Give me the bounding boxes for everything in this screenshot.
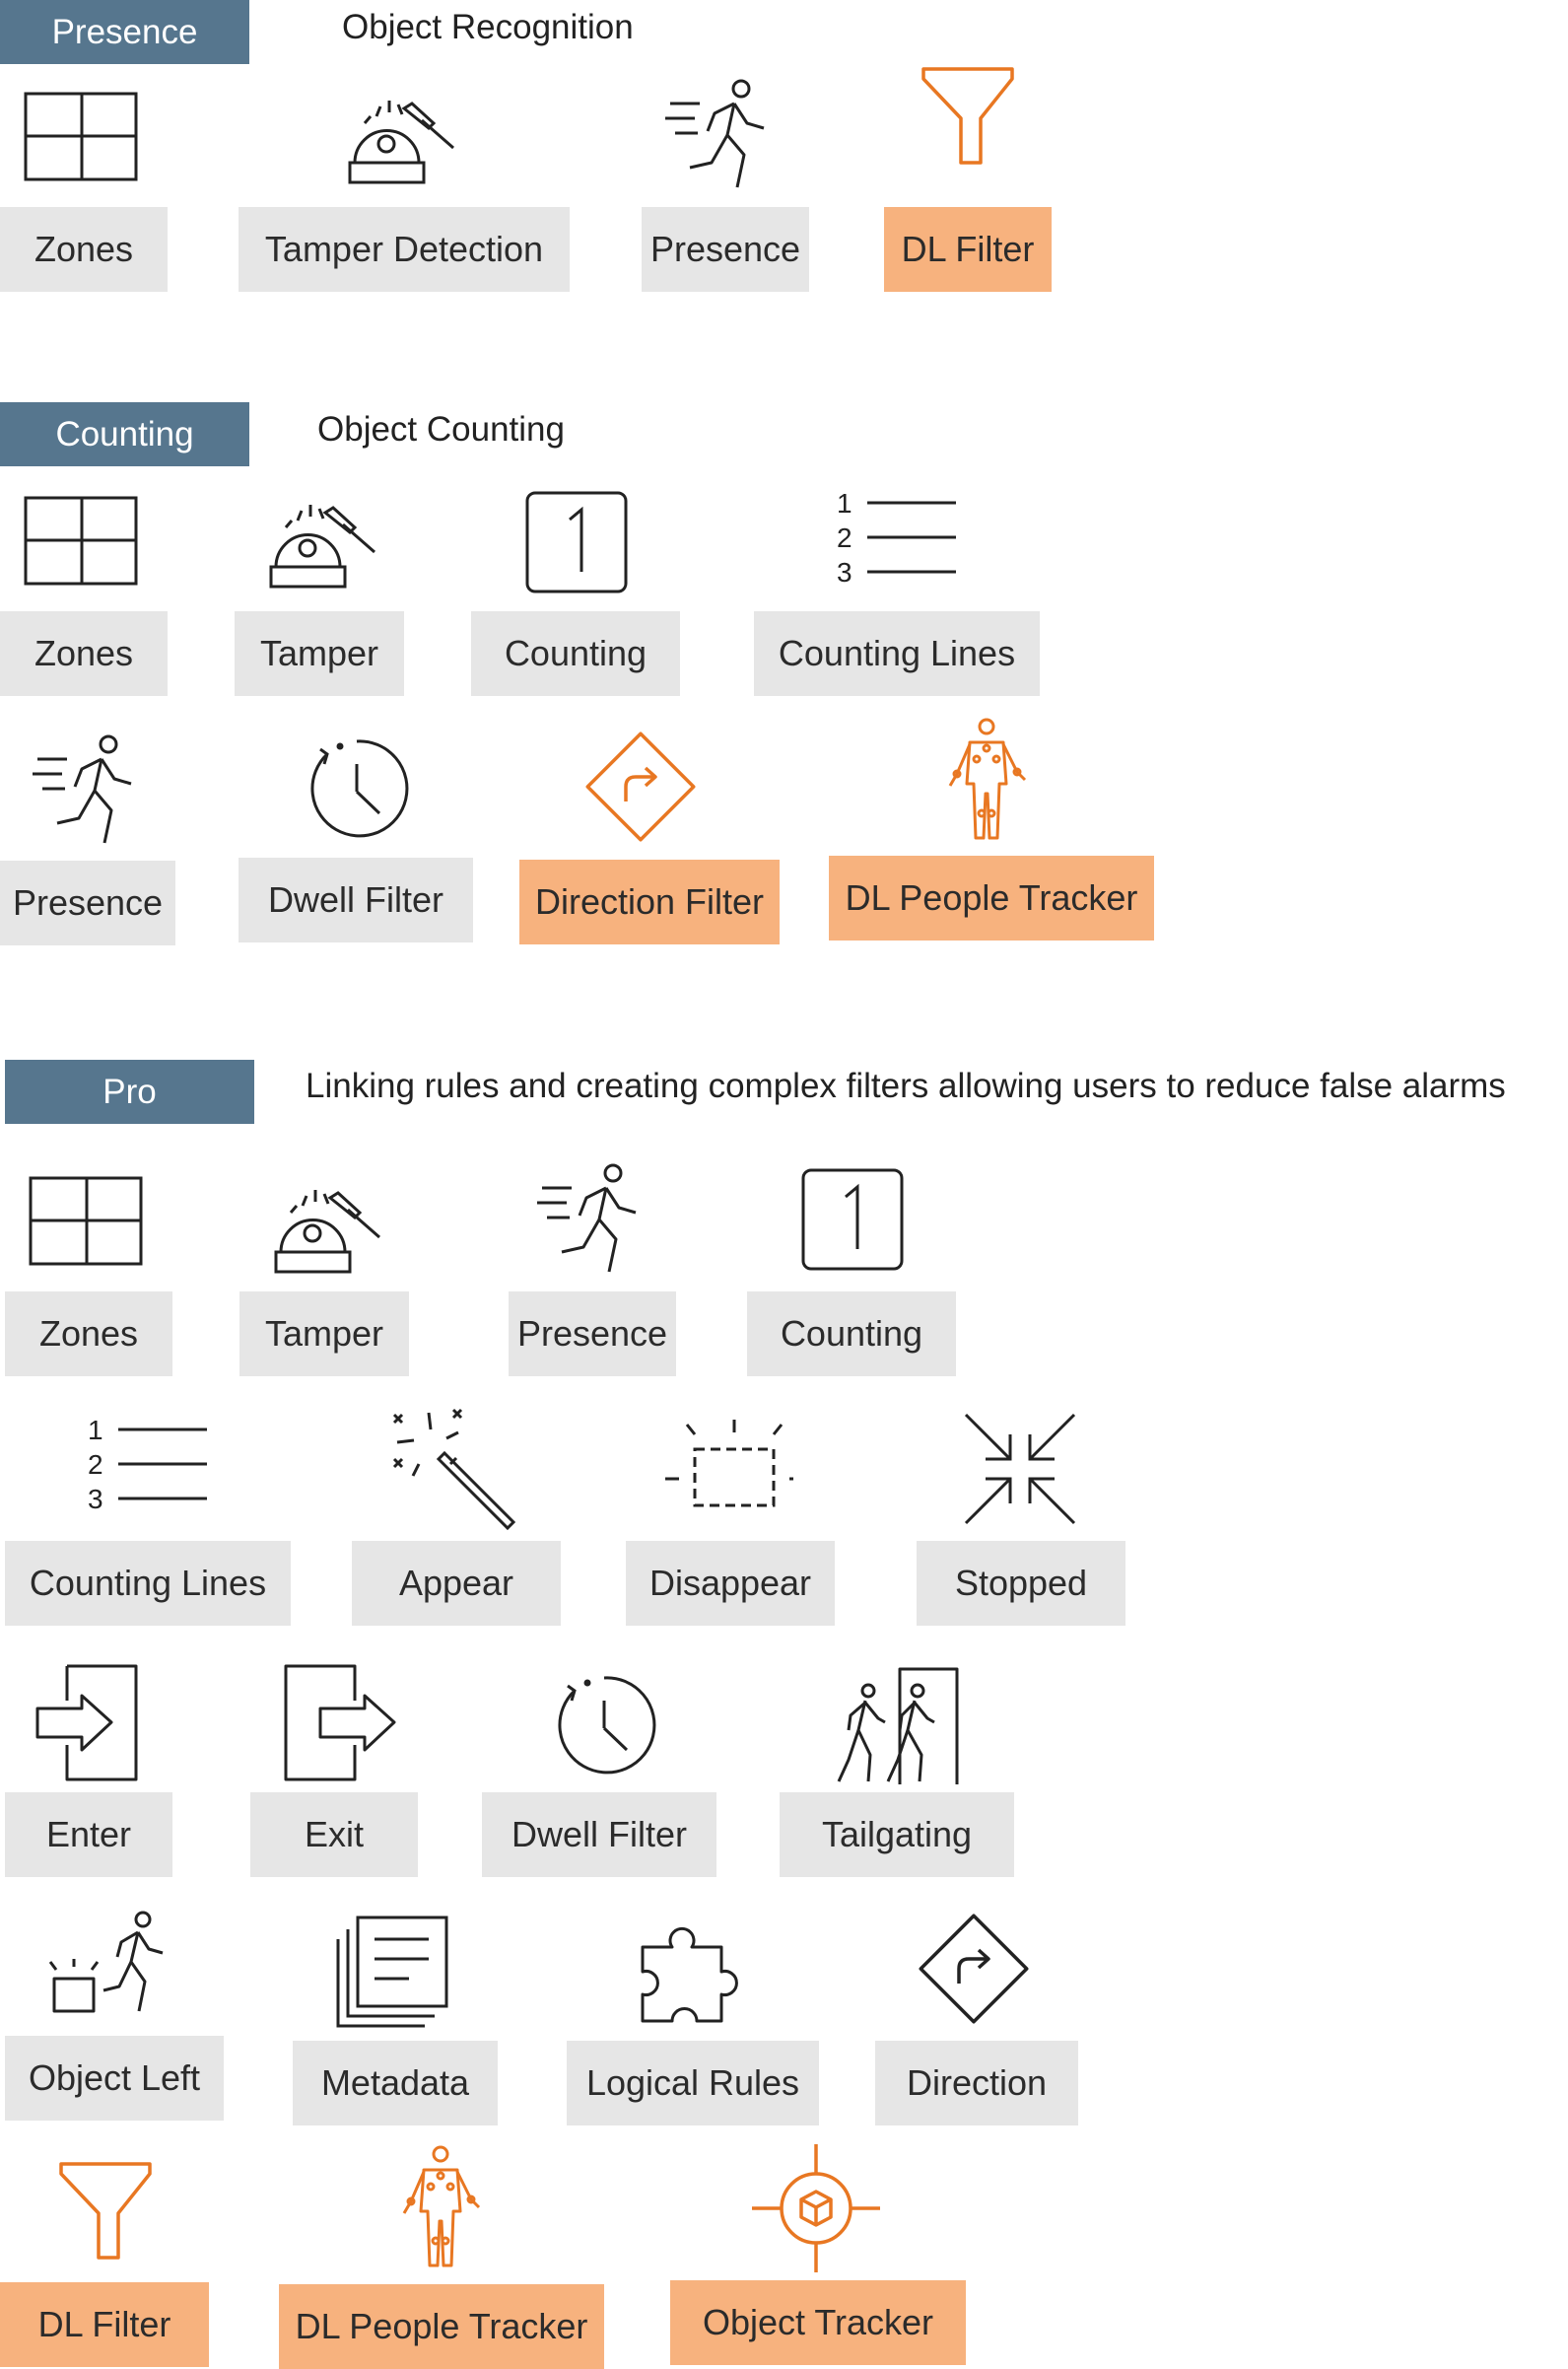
direction-sign-icon bbox=[910, 1905, 1038, 2033]
svg-text:1: 1 bbox=[837, 488, 852, 519]
label-dl-filter: DL Filter bbox=[0, 2282, 209, 2367]
tier-presence: Presence bbox=[0, 0, 249, 64]
numbered-lines-icon: 1 2 3 bbox=[84, 1405, 212, 1533]
puzzle-icon bbox=[628, 1908, 756, 2036]
label-zones: Zones bbox=[0, 207, 168, 292]
running-person-icon bbox=[532, 1158, 660, 1287]
label-zones: Zones bbox=[0, 611, 168, 696]
label-dl-filter: DL Filter bbox=[884, 207, 1052, 292]
zones-icon bbox=[20, 74, 148, 202]
funnel-icon bbox=[41, 2159, 170, 2287]
exit-icon bbox=[281, 1661, 409, 1789]
skeleton-person-icon bbox=[376, 2142, 505, 2270]
svg-text:2: 2 bbox=[837, 523, 852, 553]
crosshair-cube-icon bbox=[752, 2144, 880, 2272]
label-dwell-filter: Dwell Filter bbox=[239, 858, 473, 942]
label-appear: Appear bbox=[352, 1541, 561, 1626]
svg-text:1: 1 bbox=[88, 1415, 103, 1445]
label-counting: Counting bbox=[471, 611, 680, 696]
label-direction: Direction bbox=[875, 2041, 1078, 2125]
direction-sign-icon bbox=[577, 723, 705, 851]
label-counting: Counting bbox=[747, 1291, 956, 1376]
desc-counting: Object Counting bbox=[317, 410, 565, 449]
dashed-box-icon bbox=[665, 1405, 793, 1533]
clock-icon bbox=[540, 1661, 668, 1789]
converging-arrows-icon bbox=[956, 1405, 1084, 1533]
tier-counting: Counting bbox=[0, 402, 249, 466]
label-counting-lines: Counting Lines bbox=[754, 611, 1040, 696]
clock-icon bbox=[293, 725, 421, 853]
running-person-icon bbox=[28, 730, 156, 858]
label-tamper: Tamper bbox=[239, 1291, 409, 1376]
tamper-icon bbox=[335, 69, 463, 197]
svg-text:2: 2 bbox=[88, 1449, 103, 1480]
tier-pro: Pro bbox=[5, 1060, 254, 1124]
tailgating-icon bbox=[831, 1661, 959, 1789]
tamper-icon bbox=[261, 1158, 389, 1287]
label-metadata: Metadata bbox=[293, 2041, 498, 2125]
label-object-tracker: Object Tracker bbox=[670, 2280, 966, 2365]
label-tamper: Tamper bbox=[235, 611, 404, 696]
label-tailgating: Tailgating bbox=[780, 1792, 1014, 1877]
magic-wand-icon bbox=[389, 1405, 517, 1533]
svg-text:3: 3 bbox=[837, 557, 852, 588]
label-stopped: Stopped bbox=[917, 1541, 1125, 1626]
label-dl-people-tracker: DL People Tracker bbox=[829, 856, 1154, 941]
label-presence: Presence bbox=[642, 207, 809, 292]
label-zones: Zones bbox=[5, 1291, 172, 1376]
desc-presence: Object Recognition bbox=[342, 8, 634, 46]
label-exit: Exit bbox=[250, 1792, 418, 1877]
label-logical-rules: Logical Rules bbox=[567, 2041, 819, 2125]
zones-icon bbox=[25, 1158, 153, 1287]
label-tamper-detection: Tamper Detection bbox=[239, 207, 570, 292]
label-disappear: Disappear bbox=[626, 1541, 835, 1626]
documents-icon bbox=[330, 1908, 458, 2036]
label-enter: Enter bbox=[5, 1792, 172, 1877]
counter-icon bbox=[512, 478, 641, 606]
label-presence: Presence bbox=[0, 861, 175, 945]
tamper-icon bbox=[256, 473, 384, 601]
label-presence: Presence bbox=[509, 1291, 676, 1376]
zones-icon bbox=[20, 478, 148, 606]
skeleton-person-icon bbox=[922, 715, 1051, 843]
desc-pro: Linking rules and creating complex filte… bbox=[306, 1067, 1506, 1105]
numbered-lines-icon: 1 2 3 bbox=[833, 478, 961, 606]
label-direction-filter: Direction Filter bbox=[519, 860, 780, 944]
label-object-left: Object Left bbox=[5, 2036, 224, 2121]
label-dl-people-tracker: DL People Tracker bbox=[279, 2284, 604, 2369]
label-dwell-filter: Dwell Filter bbox=[482, 1792, 716, 1877]
running-person-icon bbox=[660, 74, 788, 202]
enter-icon bbox=[28, 1661, 156, 1789]
label-counting-lines: Counting Lines bbox=[5, 1541, 291, 1626]
counter-icon bbox=[788, 1155, 917, 1284]
object-left-icon bbox=[44, 1908, 172, 2036]
funnel-icon bbox=[904, 64, 1032, 192]
svg-text:3: 3 bbox=[88, 1484, 103, 1514]
